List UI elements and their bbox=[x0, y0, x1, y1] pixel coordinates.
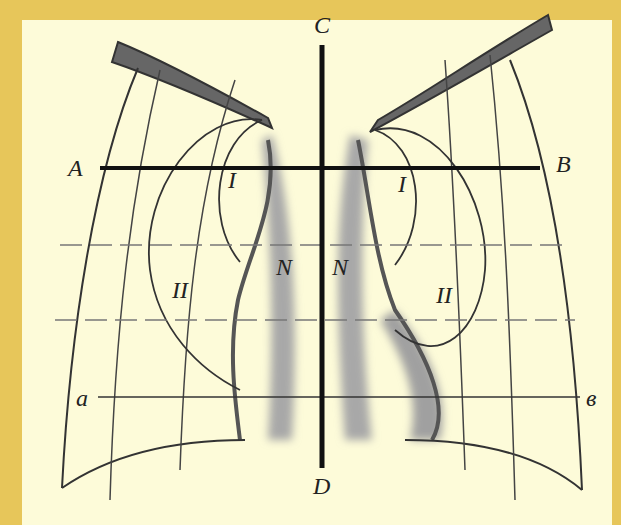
axis-letter: a bbox=[76, 386, 88, 410]
zone-letter: N bbox=[276, 255, 292, 279]
zone-number: II bbox=[172, 278, 188, 302]
zone-number: I bbox=[228, 168, 236, 192]
axis-letter: в bbox=[586, 386, 596, 410]
zone-letter: N bbox=[332, 255, 348, 279]
axis-letter: C bbox=[314, 13, 330, 37]
axis-letter: D bbox=[313, 474, 330, 498]
zone-number: I bbox=[398, 172, 406, 196]
axis-letter: A bbox=[68, 156, 83, 180]
zone-number: II bbox=[436, 283, 452, 307]
axis-letter: B bbox=[556, 152, 571, 176]
